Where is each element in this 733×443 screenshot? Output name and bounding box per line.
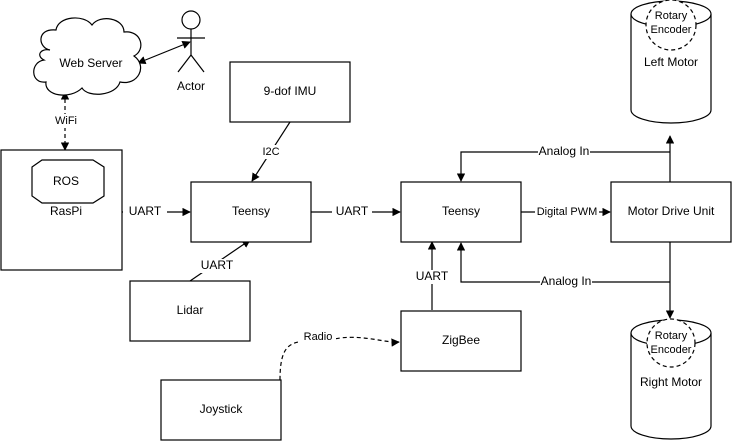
web-server-cloud: Web Server xyxy=(33,17,142,96)
lidar-label: Lidar xyxy=(177,303,204,317)
web-server-label: Web Server xyxy=(59,56,122,70)
edge-webserver-actor xyxy=(137,40,191,65)
left-motor-label: Left Motor xyxy=(644,55,698,69)
edge-label-digital-pwm: Digital PWM xyxy=(535,206,599,219)
svg-text:Digital PWM: Digital PWM xyxy=(537,206,598,218)
edge-analog-in-top xyxy=(456,151,670,182)
edge-label-radio: Radio xyxy=(300,330,336,344)
teensy-left-label: Teensy xyxy=(232,204,270,218)
svg-text:UART: UART xyxy=(201,258,234,272)
edge-label-uart-teensy: UART xyxy=(332,204,372,219)
teensy-left-node: Teensy xyxy=(190,181,312,243)
raspi-label: RasPi xyxy=(50,204,82,218)
edge-label-wifi: WiFi xyxy=(53,114,79,128)
imu-node: 9-dof IMU xyxy=(229,61,351,123)
joystick-label: Joystick xyxy=(200,402,244,416)
motor-drive-node: Motor Drive Unit xyxy=(610,181,732,243)
encoder-bottom-line2: Encoder xyxy=(651,344,692,356)
edge-label-i2c: I2C xyxy=(260,145,282,159)
ros-label: ROS xyxy=(53,174,79,188)
joystick-node: Joystick xyxy=(160,379,282,441)
svg-text:WiFi: WiFi xyxy=(55,115,77,127)
raspi-node: ROS RasPi xyxy=(0,149,123,271)
svg-text:UART: UART xyxy=(416,269,449,283)
encoder-bottom-circle xyxy=(646,318,696,368)
actor-label: Actor xyxy=(177,79,205,93)
edge-label-uart-lidar: UART xyxy=(198,258,236,273)
edge-analog-in-bottom xyxy=(456,242,670,283)
edge-label-analog-in-top: Analog In xyxy=(538,144,590,159)
encoder-top-circle xyxy=(645,0,697,51)
edge-label-uart-zigbee: UART xyxy=(412,269,452,284)
svg-text:Radio: Radio xyxy=(304,331,333,343)
encoder-top-line1: Rotary xyxy=(655,10,688,22)
encoder-top-line2: Encoder xyxy=(651,24,692,36)
svg-text:UART: UART xyxy=(336,204,369,218)
actor-figure: Actor xyxy=(177,10,205,93)
lidar-node: Lidar xyxy=(129,280,251,342)
right-motor-label: Right Motor xyxy=(640,375,702,389)
right-motor-node: Rotary Encoder Right Motor xyxy=(630,318,712,440)
svg-text:Analog In: Analog In xyxy=(541,274,592,288)
zigbee-label: ZigBee xyxy=(442,333,480,347)
encoder-bottom-line1: Rotary xyxy=(655,330,688,342)
teensy-right-node: Teensy xyxy=(400,181,522,243)
imu-label: 9-dof IMU xyxy=(264,84,317,98)
zigbee-node: ZigBee xyxy=(400,310,522,372)
motor-drive-label: Motor Drive Unit xyxy=(628,204,715,218)
left-motor-node: Rotary Encoder Left Motor xyxy=(630,0,712,124)
svg-text:Analog In: Analog In xyxy=(539,144,590,158)
teensy-right-label: Teensy xyxy=(442,204,480,218)
edge-label-analog-in-bottom: Analog In xyxy=(540,274,592,289)
svg-text:I2C: I2C xyxy=(262,146,279,158)
edge-radio xyxy=(279,336,400,381)
svg-text:UART: UART xyxy=(129,204,162,218)
edge-label-uart-raspi: UART xyxy=(123,204,167,219)
ros-hexagon xyxy=(31,159,105,204)
